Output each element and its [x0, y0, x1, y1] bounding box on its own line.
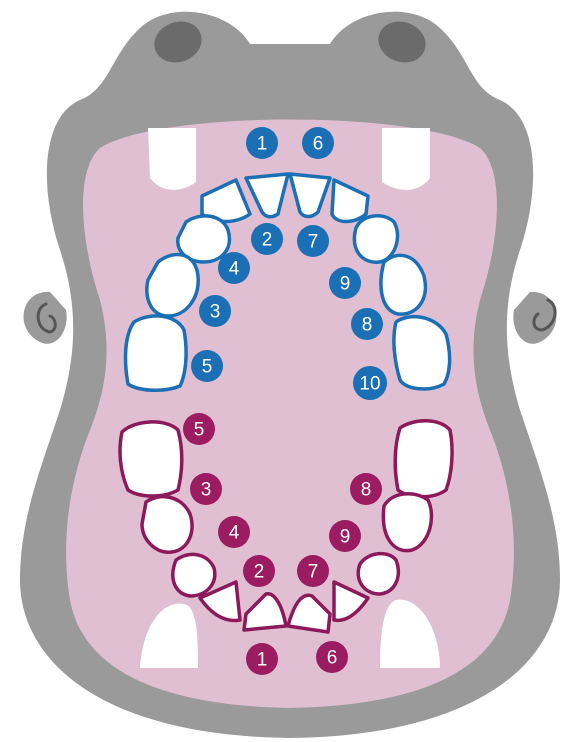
lower-badge-label: 7: [308, 562, 319, 583]
lower-badge-label: 9: [340, 527, 351, 548]
upper-badge-label: 10: [359, 374, 380, 395]
lower-badge-4: 4: [218, 516, 250, 548]
upper-badge-1: 1: [246, 127, 278, 159]
lower-badge-9: 9: [329, 520, 361, 552]
lower-tooth: [383, 494, 431, 551]
upper-tooth: [394, 317, 450, 389]
upper-badge-3: 3: [199, 295, 231, 327]
upper-badge-label: 1: [257, 134, 268, 155]
upper-badge-label: 6: [313, 134, 324, 155]
lower-badge-label: 6: [327, 648, 338, 669]
upper-tooth: [126, 316, 187, 390]
lower-badge-6: 6: [316, 641, 348, 673]
lower-badge-5: 5: [183, 413, 215, 445]
lower-tooth: [120, 422, 182, 496]
lower-badge-2: 2: [243, 555, 275, 587]
upper-badge-label: 8: [362, 315, 373, 336]
upper-badge-label: 7: [308, 232, 319, 253]
lower-badge-3: 3: [190, 473, 222, 505]
lower-badge-8: 8: [350, 473, 382, 505]
lower-badge-label: 4: [229, 523, 240, 544]
upper-badge-label: 5: [202, 357, 213, 378]
upper-badge-4: 4: [218, 252, 250, 284]
upper-tooth: [381, 255, 425, 314]
upper-badge-6: 6: [302, 127, 334, 159]
upper-badge-label: 9: [340, 274, 351, 295]
lower-badge-label: 8: [361, 480, 372, 501]
upper-badge-8: 8: [351, 308, 383, 340]
upper-left-tusk: [148, 128, 196, 190]
lower-badge-label: 2: [254, 562, 265, 583]
upper-badge-label: 4: [229, 259, 240, 280]
lower-tooth: [142, 497, 192, 553]
upper-badge-label: 3: [210, 302, 221, 323]
upper-tooth: [354, 216, 397, 262]
upper-badge-10: 10: [353, 366, 387, 400]
upper-right-tusk: [382, 128, 430, 190]
upper-badge-5: 5: [191, 350, 223, 382]
lower-badge-label: 1: [257, 650, 268, 671]
lower-badge-1: 1: [246, 643, 278, 675]
lower-tooth: [173, 554, 215, 596]
upper-badge-label: 2: [262, 230, 273, 251]
lower-tooth: [358, 554, 398, 594]
upper-badge-7: 7: [297, 225, 329, 257]
lower-tooth: [395, 421, 452, 497]
upper-badge-2: 2: [251, 223, 283, 255]
lower-badge-7: 7: [297, 555, 329, 587]
lower-badge-label: 5: [194, 420, 205, 441]
upper-badge-9: 9: [329, 267, 361, 299]
left-ear: [24, 292, 67, 344]
lower-badge-label: 3: [201, 480, 212, 501]
